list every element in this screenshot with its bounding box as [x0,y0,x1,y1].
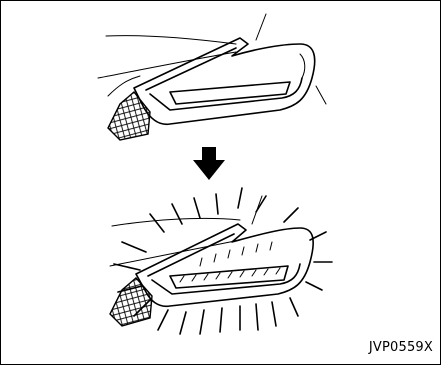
lit-lens-marks [180,242,280,282]
headlight-housing [136,224,313,306]
headlight-inner-edge [146,48,236,90]
hood-crease [256,14,266,40]
side-contour [316,86,326,104]
hood-line [106,36,236,44]
down-arrow-icon [193,147,225,180]
headlight-off-panel [98,14,326,140]
grille-mesh [108,92,150,140]
figure-code-label: JVP0559X [369,340,433,355]
headlight-lower-edge [152,264,300,294]
grille-mesh [110,278,152,326]
headlight-on-panel [110,188,332,334]
headlight-lens [170,82,290,104]
headlight-housing [134,38,315,124]
headlight-inner-edge [148,234,234,276]
hood-line [112,218,240,226]
lens-edge [300,54,305,78]
fender-line [98,52,236,78]
